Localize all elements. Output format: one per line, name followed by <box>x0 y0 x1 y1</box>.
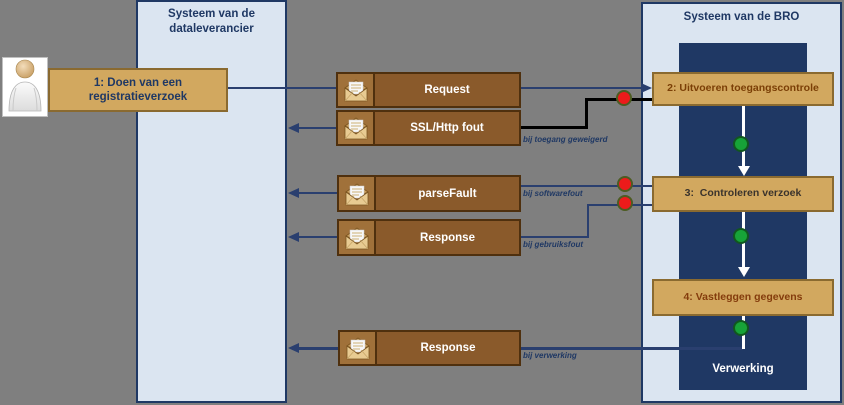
message-ssl-http-fout: SSL/Http fout <box>336 110 521 146</box>
error-dot <box>617 195 633 211</box>
column-title-dataleverancier: Systeem van de dataleverancier <box>168 8 255 35</box>
success-dot <box>733 320 749 336</box>
envelope-icon <box>338 112 375 144</box>
request-arrowhead-icon <box>641 82 652 93</box>
ssl-return-connector <box>521 126 588 129</box>
column-dataleverancier <box>136 0 287 403</box>
success-dot <box>733 228 749 244</box>
annotation-toegang-geweigerd: bij toegang geweigerd <box>523 135 608 144</box>
envelope-icon <box>339 177 376 210</box>
error-dot <box>616 90 632 106</box>
parsefault-delivery-connector <box>292 192 337 194</box>
envelope-icon <box>340 332 377 364</box>
step-2-toegangscontrole: 2: Uitvoeren toegangscontrole <box>652 72 834 106</box>
step4-arrowhead-icon <box>738 267 750 277</box>
error-dot <box>617 176 633 192</box>
message-response-final: Response <box>338 330 521 366</box>
step-4-vastleggen-gegevens: 4: Vastleggen gegevens <box>652 279 834 316</box>
ssl-return-connector <box>585 98 588 128</box>
response-reject-connector <box>587 204 589 238</box>
response-reject-connector <box>521 236 589 238</box>
envelope-icon <box>339 221 376 254</box>
response-reject-arrowhead-icon <box>288 231 299 242</box>
message-request: Request <box>336 72 521 108</box>
message-label: parseFault <box>418 187 477 200</box>
column-title-bro: Systeem van de BRO <box>683 11 800 23</box>
parsefault-connector <box>521 185 652 187</box>
message-response-reject: Response <box>337 219 521 256</box>
message-label: Response <box>420 342 476 354</box>
ssl-delivery-connector <box>292 127 336 129</box>
success-dot <box>733 136 749 152</box>
ssl-arrowhead-icon <box>288 122 299 133</box>
step-3-controleren-verzoek: 3: Controleren verzoek <box>652 176 834 212</box>
message-label: SSL/Http fout <box>410 122 484 134</box>
verwerking-label: Verwerking <box>712 363 774 375</box>
annotation-verwerking: bij verwerking <box>523 351 577 360</box>
parsefault-arrowhead-icon <box>288 187 299 198</box>
actor-box <box>2 57 48 117</box>
annotation-gebruiksfout: bij gebruiksfout <box>523 240 583 249</box>
annotation-softwarefout: bij softwarefout <box>523 189 583 198</box>
person-icon <box>5 58 45 117</box>
response-reject-delivery-connector <box>292 236 337 238</box>
response-final-arrowhead-icon <box>288 343 299 353</box>
envelope-icon <box>338 74 375 106</box>
message-parsefault: parseFault <box>337 175 521 212</box>
step3-arrowhead-icon <box>738 166 750 176</box>
message-label: Request <box>424 84 470 96</box>
step-1-registratieverzoek: 1: Doen van een registratieverzoek <box>48 68 228 112</box>
message-label: Response <box>420 231 475 244</box>
